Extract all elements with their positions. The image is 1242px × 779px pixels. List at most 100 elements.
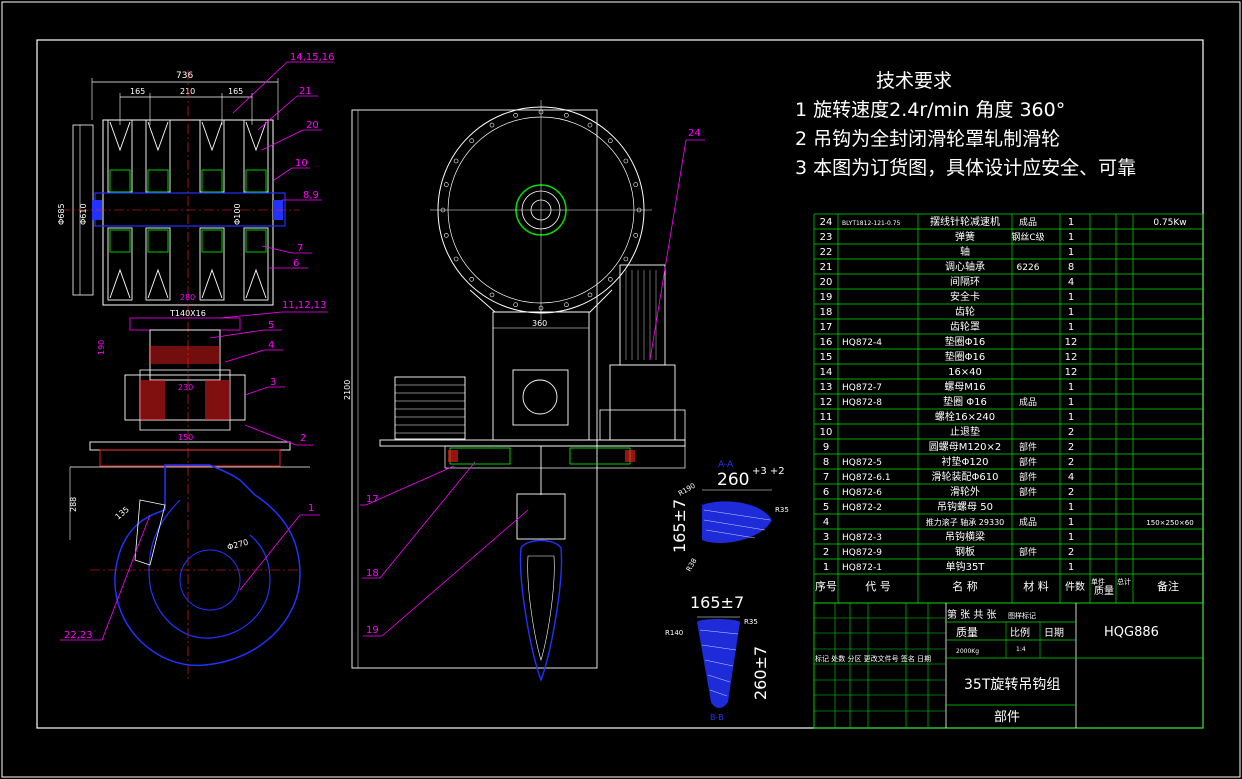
scale-value: 1:4	[1016, 646, 1026, 653]
leader-21: 21	[299, 86, 312, 97]
bom-no: 22	[820, 247, 833, 258]
side-view: 2100 360	[343, 100, 686, 683]
bom-qty: 8	[1068, 262, 1074, 273]
sec-a-r35: R35	[775, 506, 789, 514]
bom-name: 弹簧	[955, 230, 975, 243]
bolt-hole	[633, 233, 639, 238]
bom-code: HQ872-4	[842, 338, 882, 348]
bom-no: 13	[820, 382, 833, 393]
bolt-hole	[469, 138, 475, 143]
bolt-hole	[513, 113, 518, 118]
bom-qty: 2	[1068, 547, 1074, 558]
leader-2: 2	[300, 433, 306, 444]
leader-18: 18	[366, 568, 379, 579]
bom-qty: 12	[1065, 337, 1078, 348]
bom-header-no: 序号	[815, 579, 837, 593]
bom-name: 齿轮	[955, 305, 975, 318]
bom-name: 间隔环	[950, 275, 980, 288]
leader-10: 10	[295, 158, 308, 169]
bom-header-unit-weight: 单件	[1091, 577, 1105, 586]
bom-no: 7	[823, 472, 829, 483]
bolt-hole	[453, 158, 459, 164]
bom-qty: 1	[1068, 502, 1074, 513]
bom-material: 钢丝C级	[1011, 231, 1044, 243]
bom-name: 摆线针轮减速机	[930, 215, 1000, 228]
bom-material: 部件	[1019, 546, 1037, 558]
bom-header-weight: 质量	[1094, 585, 1114, 597]
dim-280: 280	[180, 293, 195, 302]
bom-header-total-weight: 总计	[1117, 577, 1131, 586]
dim-610: Φ610	[79, 203, 88, 225]
bom-qty: 1	[1068, 412, 1074, 423]
sec-b-height: 260±7	[751, 646, 770, 700]
section-a-a: A-A 260 +3 +2 165±7 R190 R35 R38	[670, 460, 789, 573]
bom-material: 部件	[1019, 471, 1037, 483]
leader-24: 24	[688, 128, 701, 139]
dim-100: Φ100	[233, 203, 242, 225]
tech-req-line-1: 1 旋转速度2.4r/min 角度 360°	[795, 99, 1066, 121]
dim-135: 135	[114, 505, 131, 522]
bom-code: HQ872-9	[842, 548, 882, 558]
bom-name: 滑轮外	[950, 485, 980, 498]
bom-qty: 2	[1068, 427, 1074, 438]
pulley-block-view: 736 165 210 165	[57, 70, 310, 680]
dim-230: 230	[178, 383, 193, 392]
drawing-number: HQG886	[1104, 625, 1159, 640]
bom-qty: 1	[1068, 397, 1074, 408]
bom-qty: 1	[1068, 292, 1074, 303]
drawing-category: 部件	[994, 710, 1020, 725]
bolt-hole	[489, 122, 495, 128]
bolt-hole	[538, 109, 544, 115]
dim-2100: 2100	[343, 380, 352, 400]
bom-name: 止退垫	[950, 425, 980, 438]
bom-code: HQ872-6.1	[842, 473, 891, 483]
bom-qty: 1	[1068, 247, 1074, 258]
bolt-hole	[587, 292, 593, 298]
bom-material: 部件	[1019, 441, 1037, 453]
bolt-hole	[623, 158, 629, 164]
bom-no: 21	[820, 262, 833, 273]
bom-material: 成品	[1019, 216, 1037, 228]
bolt-hole	[469, 276, 475, 282]
leader-19: 19	[366, 625, 379, 636]
dim-165-left: 165	[130, 87, 145, 96]
bolt-hole	[623, 256, 629, 262]
bom-no: 16	[820, 337, 833, 348]
revision-labels: 标记 处数 分区 更改文件号 签名 日期	[815, 654, 931, 663]
bom-name: 单钩35T	[946, 561, 986, 573]
leader-11-12-13: 11,12,13	[282, 300, 327, 311]
dim-685: Φ685	[57, 203, 66, 225]
bom-qty: 12	[1065, 367, 1078, 378]
bom-material: 6226	[1017, 263, 1040, 273]
date-label: 日期	[1044, 627, 1064, 639]
title-block: 第 张 共 张 图样标记 质量 比例 日期 2000Kg 1:4 标记 处数 分…	[813, 602, 1204, 729]
bom-no: 1	[823, 562, 829, 573]
bom-name: 垫圈 Φ16	[943, 395, 987, 408]
dim-190: 190	[97, 340, 106, 355]
section-b-label: B-B	[710, 713, 724, 722]
bom-name: 16×40	[948, 367, 982, 378]
bom-qty: 2	[1068, 487, 1074, 498]
leader-4: 4	[268, 340, 274, 351]
bom-qty: 1	[1068, 307, 1074, 318]
section-a-label: A-A	[718, 460, 734, 470]
bom-name: 轴	[960, 245, 970, 258]
bom-qty: 1	[1068, 532, 1074, 543]
bom-note: 150×250×60	[1146, 519, 1193, 527]
sec-b-top: 165±7	[690, 593, 744, 612]
dim-210: 210	[180, 87, 195, 96]
bolt-hole	[587, 122, 593, 128]
bom-no: 3	[823, 532, 829, 543]
sec-a-height: 165±7	[670, 499, 689, 553]
bom-code: HQ872-5	[842, 458, 882, 468]
bom-header-name: 名 称	[952, 579, 978, 593]
leader-22-23: 22,23	[64, 630, 93, 641]
bom-name: 吊钩螺母 50	[937, 501, 993, 513]
bom-name: 垫圈Φ16	[945, 350, 986, 363]
dim-360: 360	[532, 319, 547, 328]
tech-req-heading: 技术要求	[876, 70, 953, 92]
bom-qty: 12	[1065, 352, 1078, 363]
bom-no: 6	[823, 487, 829, 498]
